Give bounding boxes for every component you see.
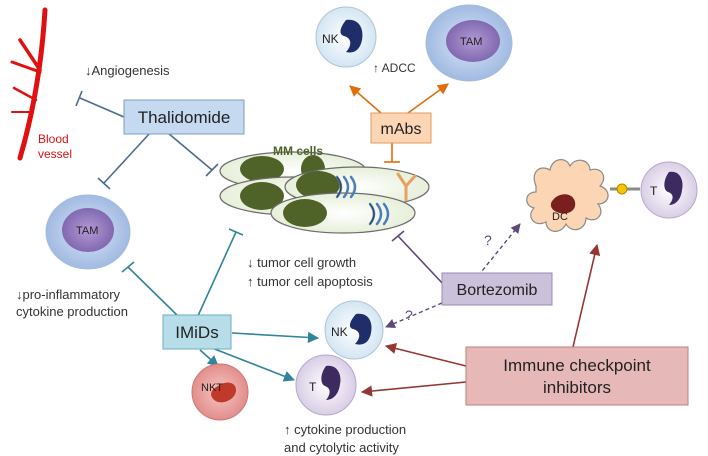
tumor-apoptosis-effect: ↑ tumor cell apoptosis — [247, 274, 373, 289]
imids-arrows — [199, 331, 320, 382]
t-cell-top — [640, 161, 698, 219]
cytokine-effect-line1: ↑ cytokine production — [284, 422, 406, 437]
tumor-growth-effect: ↓ tumor cell growth — [247, 255, 356, 270]
nk-uncertain-mark: ? — [405, 307, 413, 323]
proinflammatory-effect-line2: cytokine production — [16, 304, 128, 319]
nk-cell-middle — [324, 300, 384, 360]
dendritic-cell — [526, 159, 609, 232]
thalidomide-label: Thalidomide — [138, 108, 231, 127]
antibody-icon — [396, 172, 417, 202]
nkt-cell — [191, 363, 249, 421]
proinflammatory-effect-line1: ↓pro-inflammatory — [16, 287, 121, 302]
nk-label-middle: NK — [331, 325, 348, 339]
mm-cells-cluster — [219, 151, 430, 234]
imids-label: IMiDs — [175, 323, 218, 342]
blood-vessel-label-line1: Blood — [38, 132, 69, 146]
tam-label-top: TAM — [460, 36, 482, 48]
nkt-label: NKT — [201, 382, 223, 394]
checkpoint-label-line1: Immune checkpoint — [503, 356, 651, 375]
t-cell-bottom — [295, 354, 357, 416]
cytokine-effect-line2: and cytolytic activity — [284, 440, 399, 455]
imids-box: IMiDs — [162, 314, 232, 350]
bortezomib-label: Bortezomib — [457, 282, 538, 299]
nk-cell-top — [315, 6, 377, 68]
adcc-effect: ↑ ADCC — [373, 61, 416, 75]
tam-label-left: TAM — [76, 225, 98, 237]
dc-uncertain-mark: ? — [484, 232, 492, 248]
t-label-bottom: T — [309, 380, 317, 394]
mm-cells-title: MM cells — [273, 144, 323, 158]
synapse-connector — [610, 183, 640, 195]
thalidomide-inhibition-lines — [75, 90, 219, 190]
checkpoint-label-line2: inhibitors — [543, 378, 611, 397]
angiogenesis-effect: ↓Angiogenesis — [85, 63, 170, 78]
bortezomib-inhibition-line — [391, 230, 445, 286]
thalidomide-box: Thalidomide — [123, 99, 245, 135]
tam-cell-top — [425, 4, 513, 82]
bortezomib-box: Bortezomib — [441, 272, 553, 306]
t-label-top: T — [650, 184, 658, 198]
tam-cell-left — [45, 194, 131, 270]
blood-vessel-label-line2: vessel — [38, 147, 72, 161]
nk-label-top: NK — [322, 32, 339, 46]
mabs-inhibition-line — [384, 143, 400, 163]
checkpoint-arrows — [360, 243, 601, 397]
blood-vessel — [10, 7, 48, 161]
dc-label: DC — [552, 211, 568, 223]
imids-inhibition-lines — [121, 228, 244, 319]
mabs-box: mAbs — [370, 112, 432, 144]
bortezomib-dashed-arrows — [385, 223, 521, 329]
mabs-label: mAbs — [381, 121, 422, 138]
mabs-arrows — [349, 83, 449, 114]
checkpoint-inhibitors-box: Immune checkpoint inhibitors — [465, 346, 689, 406]
